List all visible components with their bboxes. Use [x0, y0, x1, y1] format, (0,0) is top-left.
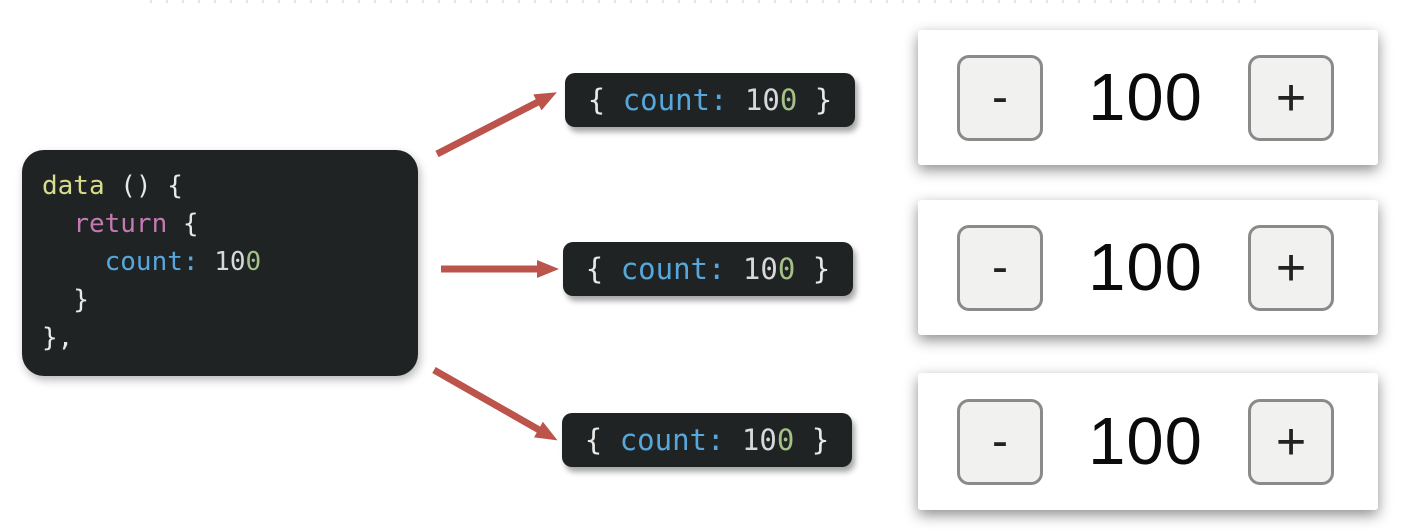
flow-arrow-top	[435, 92, 557, 158]
state-box-2: { count: 100 }	[563, 242, 853, 296]
state-box-1: { count: 100 }	[565, 73, 855, 127]
increment-button[interactable]: +	[1248, 224, 1334, 311]
decrement-button[interactable]: -	[957, 224, 1043, 311]
increment-button[interactable]: +	[1248, 398, 1334, 485]
state-box-3: { count: 100 }	[562, 413, 852, 467]
counter-card-3: - 100 +	[918, 373, 1378, 510]
code-line: return {	[73, 209, 199, 239]
counter-value: 100	[1088, 230, 1203, 305]
state-box-code: { count: 100 }	[585, 252, 831, 286]
decrement-button[interactable]: -	[957, 398, 1043, 485]
code-line: count: 100	[104, 247, 262, 277]
counter-value: 100	[1088, 60, 1203, 135]
decrement-button[interactable]: -	[957, 54, 1043, 141]
code-block: data () { return { count: 100 } },	[22, 150, 418, 376]
flow-arrow-bottom	[432, 366, 558, 441]
counter-card-2: - 100 +	[918, 200, 1378, 335]
cropped-text-artifact	[150, 0, 1265, 3]
counter-card-1: - 100 +	[918, 30, 1378, 165]
counter-value: 100	[1088, 404, 1203, 479]
code-line: },	[42, 323, 74, 353]
code-line: data () {	[42, 171, 183, 201]
increment-button[interactable]: +	[1248, 54, 1334, 141]
code-line: }	[42, 285, 89, 315]
state-box-code: { count: 100 }	[587, 83, 833, 117]
state-box-code: { count: 100 }	[584, 423, 830, 457]
